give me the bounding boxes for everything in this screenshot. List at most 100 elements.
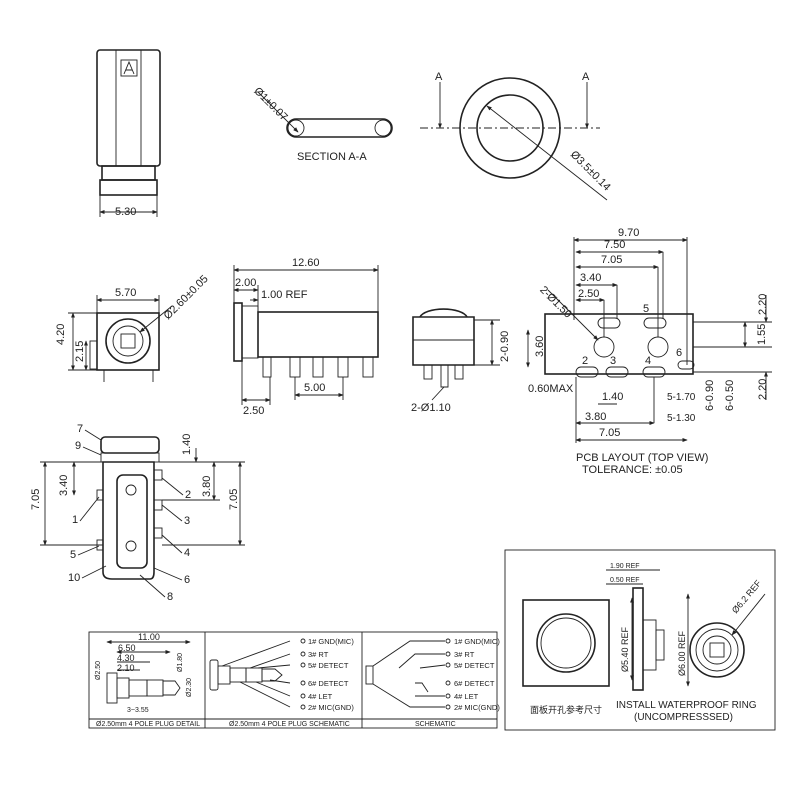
pcb-slot-090: 6-0.90 — [704, 380, 716, 411]
bottom-dim-140: 1.40 — [181, 434, 193, 455]
pcb-slot-130: 5-1.30 — [667, 413, 696, 424]
plug-detail-caption: Ø2.50mm 4 POLE PLUG DETAIL — [96, 721, 200, 728]
dim-end-pin: 2-Ø1.10 — [411, 402, 451, 414]
callout-3: 3 — [184, 515, 190, 527]
panel-dia-620: Ø6.2 REF — [730, 578, 764, 615]
schematic-caption: SCHEMATIC — [415, 721, 456, 728]
side-view: 12.60 2.00 1.00 REF 2.50 5.00 — [233, 257, 379, 417]
end-view: 2-0.90 2-Ø1.10 — [411, 308, 511, 414]
front-view: 5.70 4.20 2.15 Ø2.60±0.05 — [55, 273, 211, 382]
pcb-width-705: 7.05 — [601, 254, 622, 266]
pcb-max-height: 0.60MAX — [528, 383, 574, 395]
callout-1: 1 — [72, 514, 78, 526]
dim-front-height-2: 2.15 — [74, 341, 86, 362]
pcb-width-750: 7.50 — [604, 239, 625, 251]
panel-dia-600: Ø6.00 REF — [677, 630, 687, 676]
top-body-view: 5.30 — [96, 49, 161, 218]
pcb-width-total: 9.70 — [618, 227, 639, 239]
callout-9: 9 — [75, 440, 81, 452]
pcb-layout: 9.70 7.50 7.05 3.40 2.50 2-Ø1.50 3.60 2.… — [525, 227, 772, 476]
pcb-pin-6: 6 — [676, 347, 682, 359]
pcb-dist-380: 3.80 — [585, 411, 606, 423]
pcb-pin-2: 2 — [582, 355, 588, 367]
ring-view: A A Ø3.5±0.14 — [420, 71, 613, 201]
plug-650: 6.50 — [118, 643, 136, 653]
bottom-dim-340: 3.40 — [58, 475, 70, 496]
pcb-pin-4: 4 — [645, 355, 651, 367]
plug-355: 3~3.55 — [127, 707, 149, 714]
callout-5: 5 — [70, 549, 76, 561]
triangle-marker-icon — [123, 60, 135, 75]
section-a-a: Ø1±0.07 SECTION A-A — [251, 85, 393, 163]
dim-end-height: 2-0.90 — [499, 331, 511, 362]
plug-len: 11.00 — [138, 632, 160, 642]
dim-side-ref: 1.00 REF — [261, 289, 308, 301]
dim-front-hole: Ø2.60±0.05 — [162, 273, 211, 322]
plug-pin-5: 5# DETECT — [308, 661, 349, 670]
pcb-width-340: 3.40 — [580, 272, 601, 284]
dim-side-length: 12.60 — [292, 257, 320, 269]
plug-230: Ø2.30 — [186, 678, 193, 697]
pcb-tolerance: TOLERANCE: ±0.05 — [582, 464, 683, 476]
dim-body-width: 5.30 — [115, 206, 136, 218]
panel-box: 面板开孔参考尺寸 1.90 REF 0.50 REF Ø5.40 REF Ø6.… — [504, 549, 776, 731]
bottom-dim-705-left: 7.05 — [30, 489, 42, 510]
ring-caption-2: (UNCOMPRESSSED) — [634, 712, 733, 723]
bottom-view: 7.05 3.40 1.40 3.80 7.05 7 9 1 5 10 2 3 … — [30, 423, 245, 603]
callout-7: 7 — [77, 423, 83, 435]
plug-pin-3: 3# RT — [308, 650, 329, 659]
callout-2: 2 — [185, 489, 191, 501]
dim-side-c: 5.00 — [304, 382, 325, 394]
plug-table: Ø2.50mm 4 POLE PLUG DETAIL Ø2.50mm 4 POL… — [88, 631, 500, 729]
pcb-dist-140: 1.40 — [602, 391, 623, 403]
jack-pin-6: 6# DETECT — [454, 679, 495, 688]
pcb-slot-170: 5-1.70 — [667, 392, 696, 403]
pcb-height-155: 1.55 — [756, 324, 768, 345]
plug-430: 4.30 — [117, 653, 135, 663]
section-title: SECTION A-A — [297, 151, 367, 163]
bottom-dim-705-right: 7.05 — [228, 489, 240, 510]
panel-ref-190: 1.90 REF — [610, 563, 640, 570]
bottom-dim-380: 3.80 — [201, 476, 213, 497]
pcb-title: PCB LAYOUT (TOP VIEW) — [576, 452, 708, 464]
jack-pin-3: 3# RT — [454, 650, 475, 659]
pcb-hole-dim: 2-Ø1.50 — [537, 284, 574, 321]
pcb-height-220b: 2.20 — [757, 379, 769, 400]
dim-side-b: 2.50 — [243, 405, 264, 417]
panel-caption: 面板开孔参考尺寸 — [530, 704, 602, 715]
callout-10: 10 — [68, 572, 80, 584]
callout-8: 8 — [167, 591, 173, 603]
plug-pin-2: 2# MIC(GND) — [308, 703, 354, 712]
section-marker-right: A — [582, 71, 590, 83]
plug-schem-caption: Ø2.50mm 4 POLE PLUG SCHEMATIC — [229, 721, 350, 728]
plug-210: 2.10 — [117, 663, 135, 673]
callout-4: 4 — [184, 547, 190, 559]
jack-pin-1: 1# GND(MIC) — [454, 637, 500, 646]
jack-pin-2: 2# MIC(GND) — [454, 703, 500, 712]
callout-6: 6 — [184, 574, 190, 586]
pcb-pin-3: 3 — [610, 355, 616, 367]
jack-pin-4: 4# LET — [454, 692, 479, 701]
dim-side-a: 2.00 — [235, 277, 256, 289]
pcb-width-250: 2.50 — [578, 288, 599, 300]
plug-pin-6: 6# DETECT — [308, 679, 349, 688]
dim-front-width: 5.70 — [115, 287, 136, 299]
pcb-height-360: 3.60 — [534, 336, 546, 357]
pcb-dist-705: 7.05 — [599, 427, 620, 439]
ring-caption-1: INSTALL WATERPROOF RING — [616, 700, 757, 711]
pcb-slot-050: 6-0.50 — [724, 380, 736, 411]
jack-pin-5: 5# DETECT — [454, 661, 495, 670]
plug-pin-1: 1# GND(MIC) — [308, 637, 354, 646]
dim-front-height: 4.20 — [55, 324, 67, 345]
pcb-pin-5: 5 — [643, 303, 649, 315]
panel-ref-050: 0.50 REF — [610, 577, 640, 584]
panel-dia-540: Ø5.40 REF — [620, 626, 630, 672]
plug-pin-4: 4# LET — [308, 692, 333, 701]
dim-ring-diameter: Ø1±0.07 — [251, 85, 289, 123]
plug-180: Ø1.80 — [177, 653, 184, 672]
section-marker-left: A — [435, 71, 443, 83]
plug-250: Ø2.50 — [95, 661, 102, 680]
pcb-height-220a: 2.20 — [757, 294, 769, 315]
